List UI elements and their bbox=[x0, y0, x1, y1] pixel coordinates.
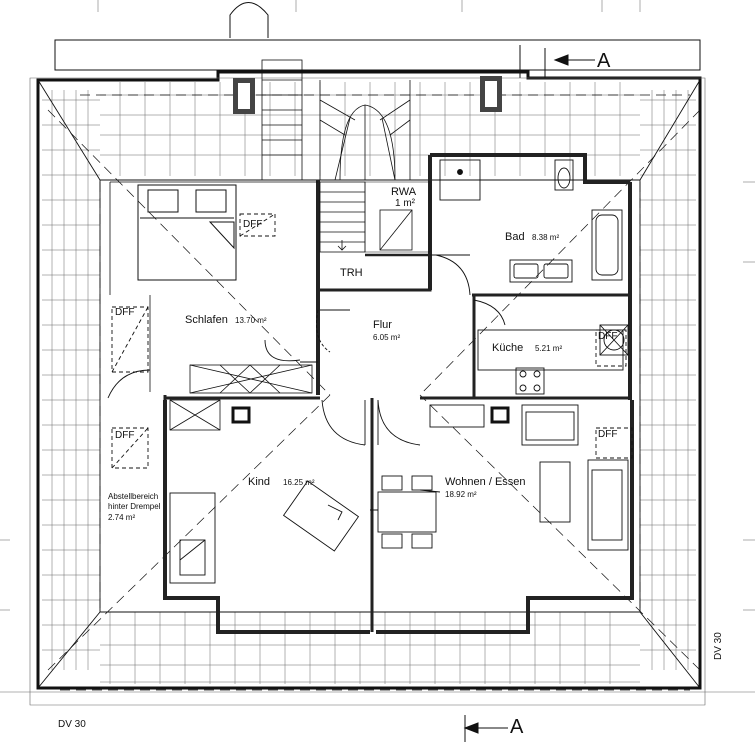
roof-pitch-label-right: DV 30 bbox=[713, 632, 724, 660]
roof-outline bbox=[29, 70, 706, 706]
room-area-rwa: 1 m² bbox=[395, 198, 415, 209]
upper-outline bbox=[54, 2, 701, 78]
bathroom-fixtures bbox=[439, 159, 623, 283]
room-label-kind: Kind bbox=[248, 476, 271, 488]
room-label-rwa: RWA bbox=[391, 186, 417, 198]
upper-stairs bbox=[261, 59, 411, 181]
trh-stair bbox=[319, 181, 431, 257]
room-area-bad: 8.38 m² bbox=[532, 233, 560, 242]
room-area-schlafen: 13.70 m² bbox=[235, 316, 267, 325]
interior-walls bbox=[163, 182, 632, 632]
skylight-label-bedroom: DFF bbox=[243, 219, 263, 230]
section-marker-bottom: A bbox=[510, 716, 524, 738]
room-label-bad: Bad bbox=[505, 231, 525, 243]
stair-arrows bbox=[463, 48, 595, 742]
dimension-lines bbox=[0, 0, 755, 693]
kind-furniture bbox=[169, 480, 360, 584]
roof-tiles bbox=[42, 82, 696, 684]
room-label-abstell-1: Abstellbereich bbox=[108, 492, 159, 501]
room-area-kueche: 5.21 m² bbox=[535, 344, 563, 353]
room-label-abstell-2: hinter Drempel bbox=[108, 502, 161, 511]
living-furniture bbox=[231, 404, 629, 551]
roof-hips bbox=[37, 79, 701, 689]
skylight-label-left-lower: DFF bbox=[115, 430, 135, 441]
room-label-flur: Flur bbox=[373, 319, 392, 331]
room-area-abstell: 2.74 m² bbox=[108, 513, 136, 522]
skylight-label-left-upper: DFF bbox=[115, 307, 135, 318]
skylights bbox=[111, 213, 633, 469]
section-marker-top: A bbox=[597, 50, 611, 72]
skylight-label-kitchen: DFF bbox=[598, 331, 618, 342]
room-area-kind: 16.25 m² bbox=[283, 478, 315, 487]
room-area-wohnen: 18.92 m² bbox=[445, 490, 477, 499]
room-label-wohnen: Wohnen / Essen bbox=[445, 476, 526, 488]
room-label-kueche: Küche bbox=[492, 342, 524, 354]
doors bbox=[107, 254, 506, 446]
room-label-trh: TRH bbox=[340, 267, 363, 279]
chimneys bbox=[233, 76, 502, 114]
room-label-schlafen: Schlafen bbox=[185, 314, 228, 326]
roof-pitch-label-bottom: DV 30 bbox=[58, 719, 86, 730]
skylight-label-living: DFF bbox=[598, 429, 618, 440]
bedroom-outline bbox=[109, 181, 318, 431]
bed bbox=[137, 184, 237, 281]
room-area-flur: 6.05 m² bbox=[373, 333, 401, 342]
knee-wall-lines bbox=[47, 94, 701, 691]
